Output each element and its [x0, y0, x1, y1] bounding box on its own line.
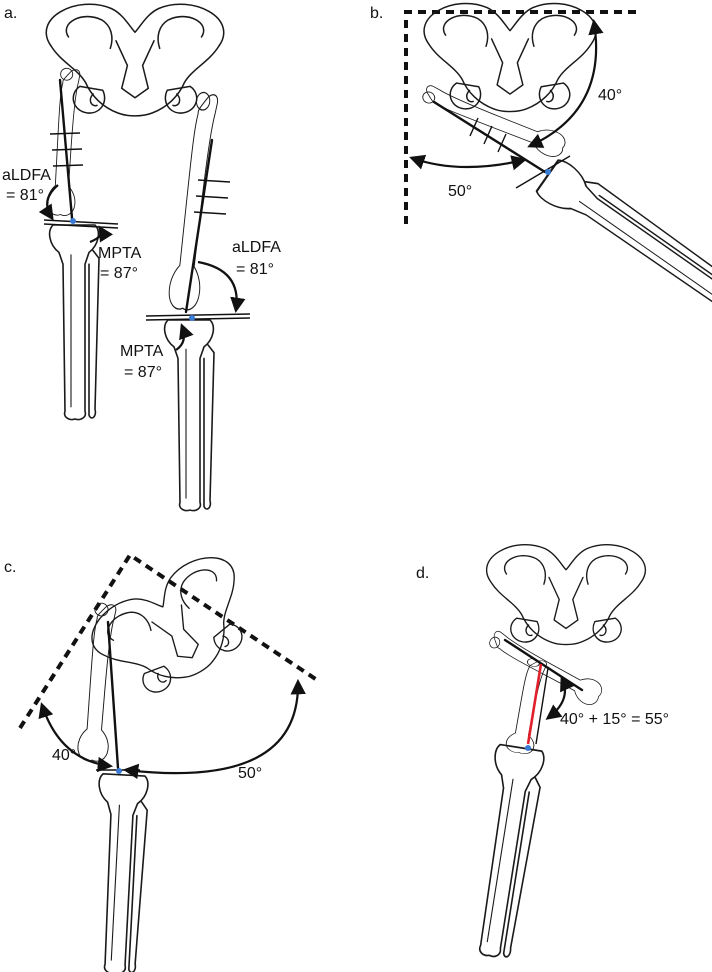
panel-c-angle-50-arrow [122, 678, 306, 780]
panel-b-dashed-frame [404, 10, 636, 225]
panel-a-right-joint-line [145, 313, 251, 317]
panel-b-angle-40-label: 40° [598, 87, 622, 104]
panel-a-left-mpta-value: = 87° [100, 265, 138, 282]
panel-c-knee-center [116, 768, 122, 774]
panel-d-knee-center [525, 745, 531, 751]
panel-b-angle-40-arrow [527, 18, 604, 148]
panel-a-left-aldfa-label: aLDFA [2, 167, 51, 184]
panel-a-right-mpta-value: = 87° [124, 364, 162, 381]
panel-b-angle-50-label: 50° [448, 183, 472, 200]
panel-a-right-aldfa-arrow [197, 260, 246, 314]
panel-b-tibia [533, 156, 712, 349]
panel-b-knee-center [545, 169, 551, 175]
panel-a-right-mpta-arrow [175, 323, 194, 351]
panel-a-right-aldfa-label: aLDFA [232, 239, 281, 256]
panel-c-letter: c. [4, 559, 16, 576]
panel-c-dashed-frame [18, 552, 322, 730]
panel-c-femur-axis [106, 620, 120, 770]
panel-d-equation: 40° + 15° = 55° [560, 711, 669, 728]
panel-a-right-femur-axis [184, 138, 214, 314]
panel-a: a. aLDFA = 81° MPTA = 87° [2, 3, 281, 512]
panel-c-angle-40-arrow [38, 702, 114, 773]
panel-c-tibia [88, 772, 150, 972]
panel-d-angle-arrow [545, 675, 575, 720]
panel-d-letter: d. [416, 565, 429, 582]
panel-b: b. 40° 50° [370, 2, 712, 349]
panel-a-right-tibia [163, 319, 215, 512]
panel-a-left-tibia [48, 224, 100, 421]
panel-b-femur [418, 82, 569, 161]
panel-d-femoral-neck-line [503, 638, 584, 692]
panel-c-angle-50-label: 50° [238, 765, 262, 782]
panel-a-left-aldfa-value: = 81° [6, 187, 44, 204]
panel-d-pelvis [485, 544, 647, 646]
panel-c: c. 40° 50° [4, 544, 322, 972]
panel-a-right-aldfa-value: = 81° [236, 261, 274, 278]
panel-b-joint-line [515, 155, 571, 189]
panel-a-left-mpta-label: MPTA [98, 245, 142, 262]
panel-a-left-knee-center [70, 218, 76, 224]
panel-a-right-femur [166, 90, 221, 312]
panel-a-right-knee-center [189, 315, 195, 321]
panel-c-angle-40-label: 40° [52, 747, 76, 764]
panel-a-right-mpta-label: MPTA [120, 343, 164, 360]
panel-b-angle-50-arrow [409, 154, 527, 171]
panel-d: d. 40° + 15° = 55° [416, 544, 669, 961]
panel-d-tibia [463, 743, 547, 961]
panel-a-left-aldfa-arrow [38, 184, 59, 221]
panel-a-left-mpta-arrow [89, 225, 114, 244]
panel-a-left-joint-line [43, 219, 119, 225]
panel-a-letter: a. [4, 5, 17, 22]
panel-b-letter: b. [370, 5, 383, 22]
panel-a-left-tick [49, 132, 81, 135]
panel-d-mechanical-axis [526, 663, 543, 745]
